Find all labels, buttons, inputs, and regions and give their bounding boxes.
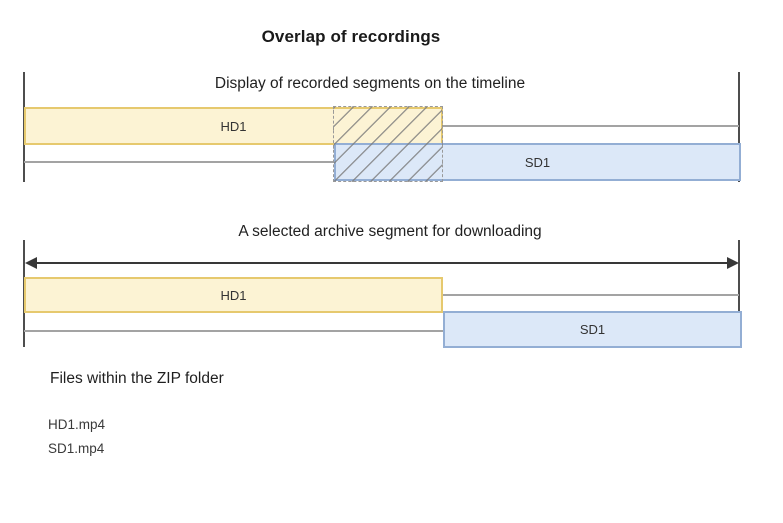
timeline2-segment-hd1: HD1 [24, 277, 443, 313]
zip-file-item-hd1: HD1.mp4 [48, 417, 106, 432]
timeline1-segment-hd1-label: HD1 [220, 118, 247, 134]
timeline2-segment-sd1-label: SD1 [579, 322, 606, 337]
timeline2-segment-sd1: SD1 [443, 311, 742, 348]
selection-range-arrowhead-left-icon [25, 257, 37, 269]
timeline-selected-subtitle: A selected archive segment for downloadi… [238, 223, 542, 240]
timeline1-right-boundary-line [738, 72, 740, 182]
timeline2-segment-hd1-label: HD1 [220, 287, 247, 303]
timeline2-right-boundary-line [738, 240, 740, 347]
timeline-recorded-subtitle: Display of recorded segments on the time… [214, 75, 526, 92]
selection-range-arrowhead-right-icon [727, 257, 739, 269]
overlap-region-hatch [333, 106, 443, 182]
zip-files-heading: Files within the ZIP folder [50, 370, 224, 387]
zip-file-item-sd1: SD1.mp4 [48, 441, 105, 456]
selection-range-arrow-line [34, 262, 730, 265]
timeline2-track2-line [24, 330, 739, 332]
timeline1-segment-sd1-label: SD1 [524, 154, 551, 170]
diagram-title: Overlap of recordings [261, 27, 441, 46]
